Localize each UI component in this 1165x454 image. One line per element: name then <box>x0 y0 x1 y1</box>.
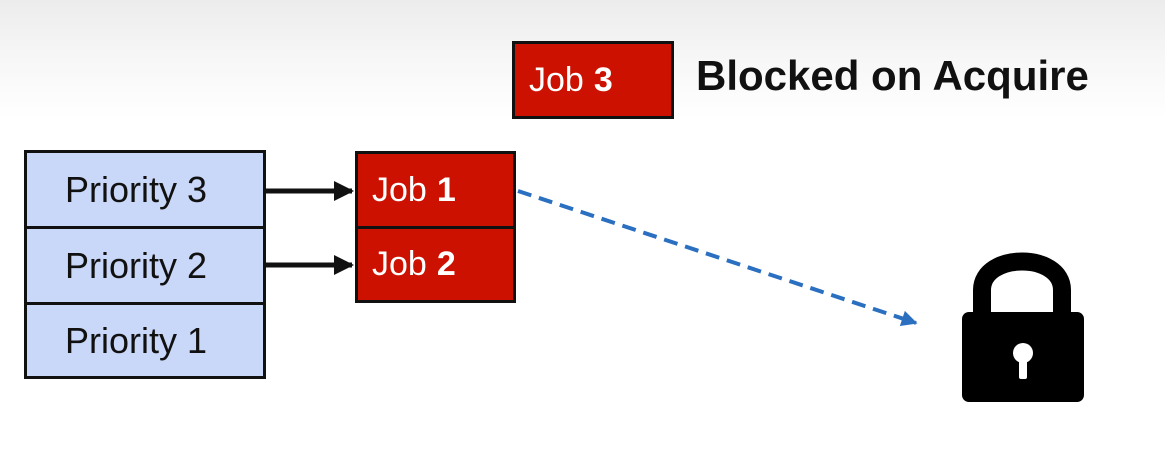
priority-row-3: Priority 3 <box>24 150 266 229</box>
padlock-icon <box>962 252 1084 402</box>
priority-label: Priority 3 <box>65 168 208 210</box>
queued-job-2: Job 2 <box>355 226 516 303</box>
waiting-job-3: Job 3 <box>512 41 674 119</box>
dashed-arrow-job1-to-lock <box>517 189 918 327</box>
job-number: 3 <box>593 60 613 99</box>
job-number: 2 <box>436 245 456 283</box>
job-label: Job <box>529 60 584 99</box>
priority-row-1: Priority 1 <box>24 302 266 379</box>
job-number: 1 <box>436 170 456 209</box>
status-text: Blocked on Acquire <box>696 52 1089 99</box>
job-label: Job <box>372 245 427 283</box>
priority-label: Priority 1 <box>65 319 208 361</box>
job-label: Job <box>372 170 427 209</box>
priority-label: Priority 2 <box>65 244 208 286</box>
